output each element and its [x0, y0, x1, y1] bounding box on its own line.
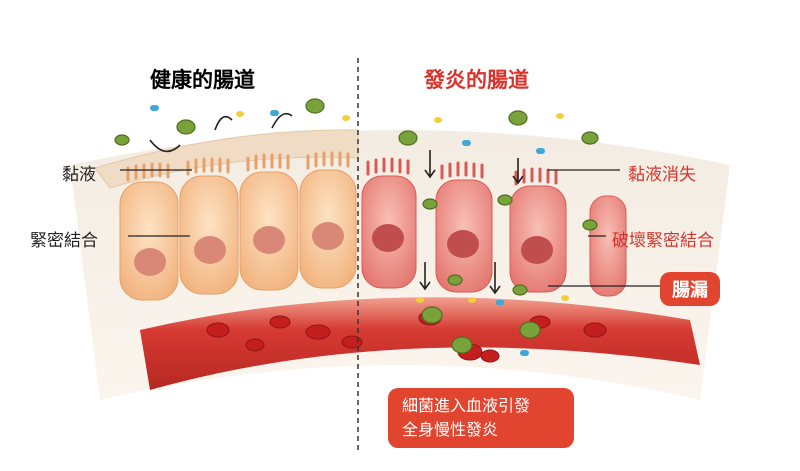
title-healthy: 健康的腸道	[150, 68, 255, 92]
label-junction-broken: 破壞緊密結合	[612, 231, 714, 251]
microbes-yellow	[236, 111, 569, 303]
label-mucus: 黏液	[62, 165, 96, 185]
leader-lines	[120, 169, 660, 287]
inflamed-cells	[361, 157, 627, 297]
entry-arrows	[419, 150, 524, 295]
label-tight-junction: 緊密結合	[30, 231, 98, 251]
callout-box: 細菌進入血液引發 全身慢性發炎	[388, 388, 574, 448]
healthy-cells	[119, 151, 357, 301]
bounce-arrows	[149, 112, 293, 153]
label-mucus-loss: 黏液消失	[628, 165, 696, 185]
title-inflamed: 發炎的腸道	[424, 68, 529, 92]
microbes-blue	[150, 105, 545, 356]
callout-line-2: 全身慢性發炎	[402, 420, 499, 439]
leaky-gut-badge: 腸漏	[660, 272, 720, 306]
callout-line-1: 細菌進入血液引發	[402, 396, 531, 415]
bacteria	[114, 98, 599, 354]
